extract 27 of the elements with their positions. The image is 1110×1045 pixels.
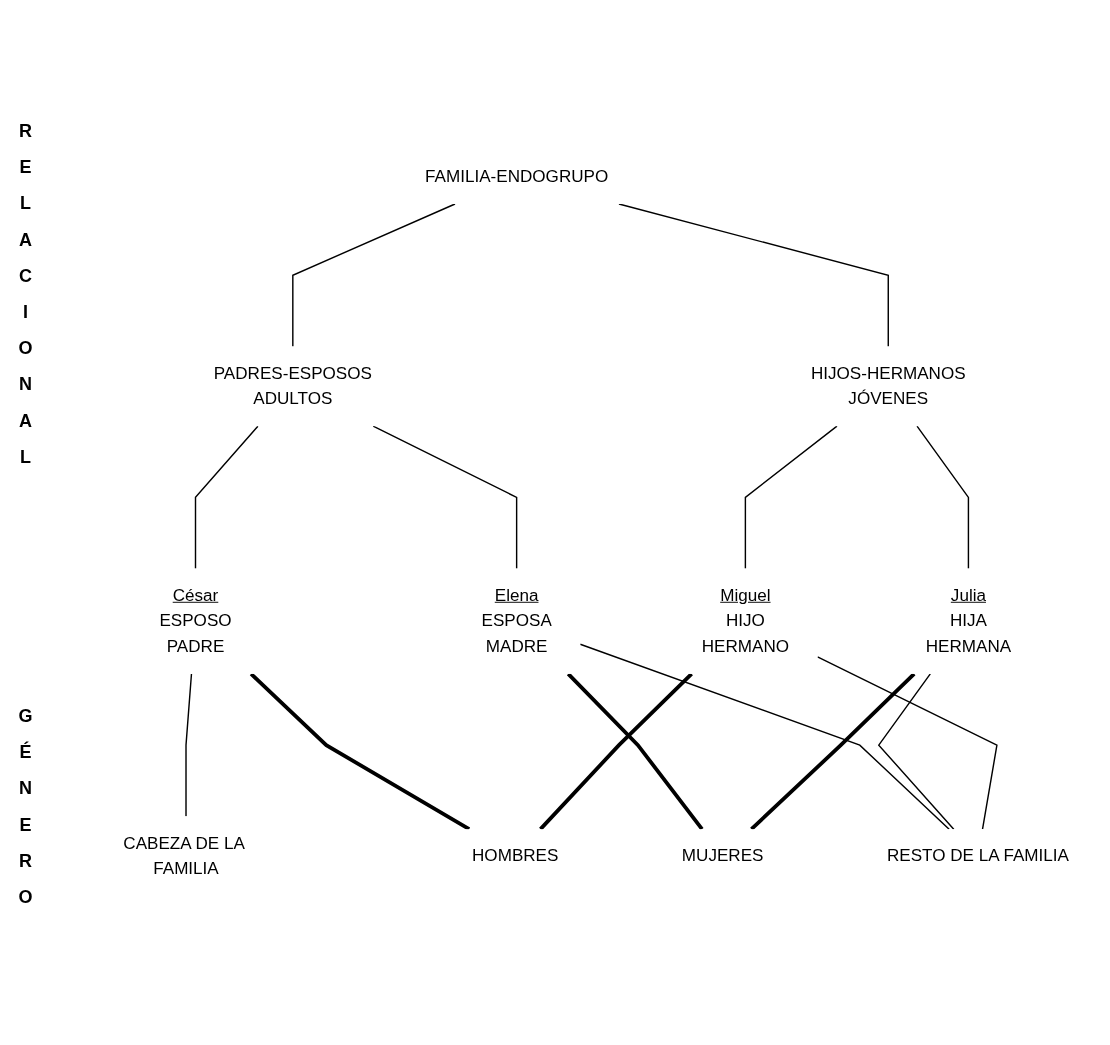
node-text: César ESPOSO PADRE [159, 585, 232, 656]
connector [185, 672, 193, 817]
connector [579, 643, 950, 830]
node-text: PADRES-ESPOSOS ADULTOS [213, 363, 372, 408]
vertical-axis-label: GÉNERO [14, 706, 36, 924]
node-text: MUJERES [681, 845, 764, 865]
connector [249, 672, 471, 831]
vertical-axis-label: RELACIONAL [14, 121, 36, 484]
connector [539, 672, 693, 830]
node-text: HOMBRES [472, 845, 559, 865]
node-text: FAMILIA-ENDOGRUPO [425, 166, 609, 186]
connector [744, 424, 838, 569]
connector [618, 202, 889, 347]
node-text: Julia HIJA HERMANA [925, 585, 1012, 656]
node-text: CABEZA DE LA FAMILIA [123, 832, 244, 878]
node-text: Miguel HIJO HERMANO [701, 585, 790, 656]
connector [916, 424, 970, 569]
connector [877, 672, 955, 830]
node-text: HIJOS-HERMANOS JÓVENES [810, 363, 966, 408]
connector [194, 424, 259, 569]
connector [372, 424, 518, 569]
connector [292, 202, 456, 347]
node-text: Elena ESPOSA MADRE [481, 585, 552, 656]
connector [750, 672, 916, 831]
node-text: RESTO DE LA FAMILIA [886, 845, 1069, 865]
connector [566, 672, 704, 830]
connector [816, 655, 998, 830]
